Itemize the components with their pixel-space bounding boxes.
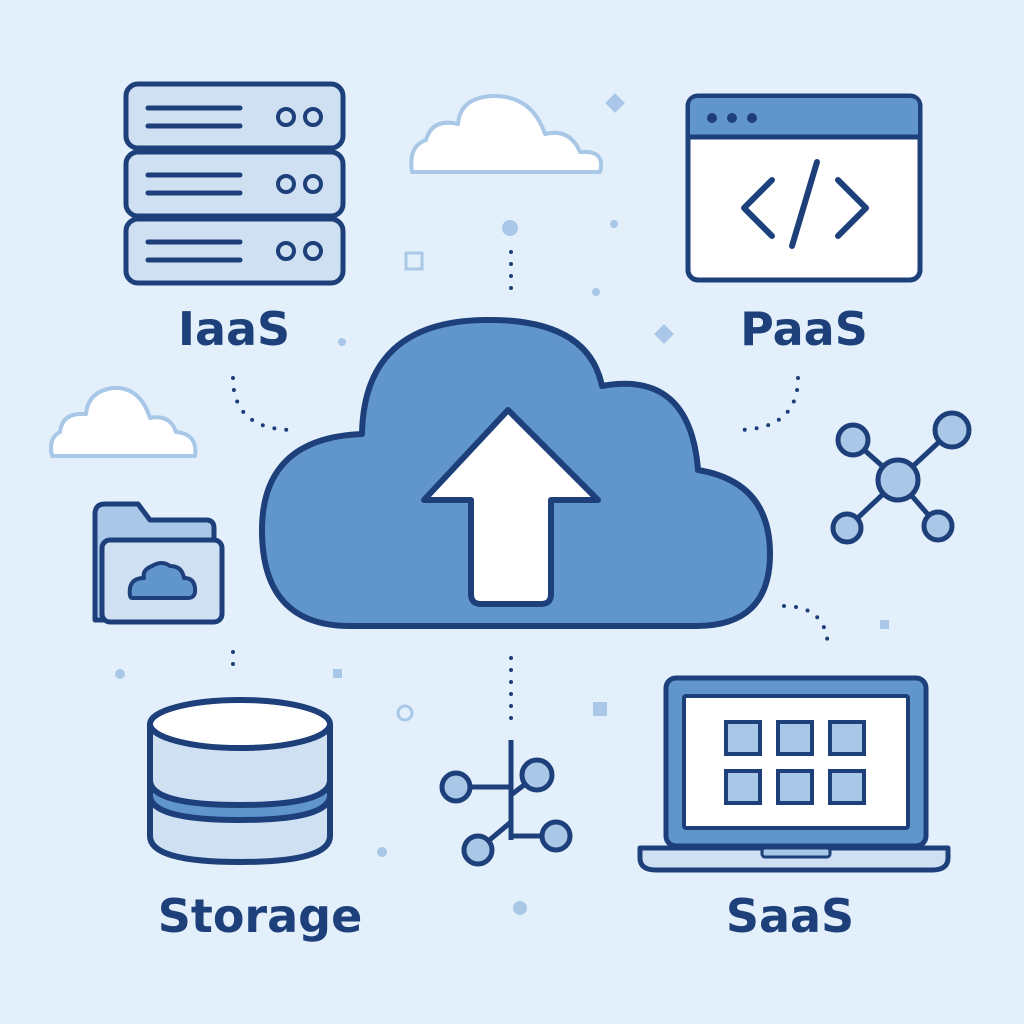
connector-saas	[782, 604, 830, 652]
label-iaas: IaaS	[177, 302, 291, 356]
ring-shape	[396, 704, 414, 722]
dotted-connectors	[231, 250, 830, 726]
square-outline-shape	[404, 251, 424, 271]
dot-shape	[502, 220, 518, 236]
server-unit	[123, 216, 346, 286]
server-rack-icon	[123, 81, 346, 286]
square-shape	[593, 702, 607, 716]
square-shape	[333, 669, 342, 678]
server-unit	[123, 81, 346, 151]
network-node-icon	[830, 410, 972, 545]
app-tile	[828, 769, 866, 805]
upload-arrow-icon	[421, 407, 601, 607]
slash-icon	[789, 159, 820, 249]
database-icon	[147, 697, 333, 865]
app-tile	[776, 769, 814, 805]
cloud-upload-icon	[259, 316, 773, 629]
label-saas: SaaS	[725, 889, 855, 943]
decorative-shapes	[115, 93, 889, 915]
small-cloud-left-icon	[49, 385, 198, 458]
dot-shape	[610, 220, 618, 228]
code-window-icon	[685, 93, 923, 283]
laptop-apps-icon	[637, 675, 951, 873]
app-tile	[724, 769, 762, 805]
square-shape	[880, 620, 889, 629]
folder-cloud-icon	[127, 561, 198, 600]
connector-paas	[734, 376, 800, 432]
connector-iaas	[231, 376, 292, 432]
app-tile	[776, 720, 814, 756]
label-storage: Storage	[157, 889, 363, 943]
branch-icon	[439, 740, 573, 867]
diamond-shape	[605, 93, 625, 113]
app-tile	[724, 720, 762, 756]
angle-left-icon	[741, 177, 775, 239]
label-paas: PaaS	[740, 302, 868, 356]
dot-shape	[592, 288, 600, 296]
small-cloud-top-icon	[409, 93, 603, 174]
dot-shape	[377, 847, 387, 857]
app-grid	[724, 720, 866, 805]
diamond-shape	[654, 324, 674, 344]
dot-shape	[115, 669, 125, 679]
dot-shape	[513, 901, 527, 915]
dot-shape	[338, 338, 346, 346]
cloud-folder-icon	[92, 501, 225, 625]
app-tile	[828, 720, 866, 756]
angle-right-icon	[835, 177, 869, 239]
server-unit	[123, 149, 346, 219]
